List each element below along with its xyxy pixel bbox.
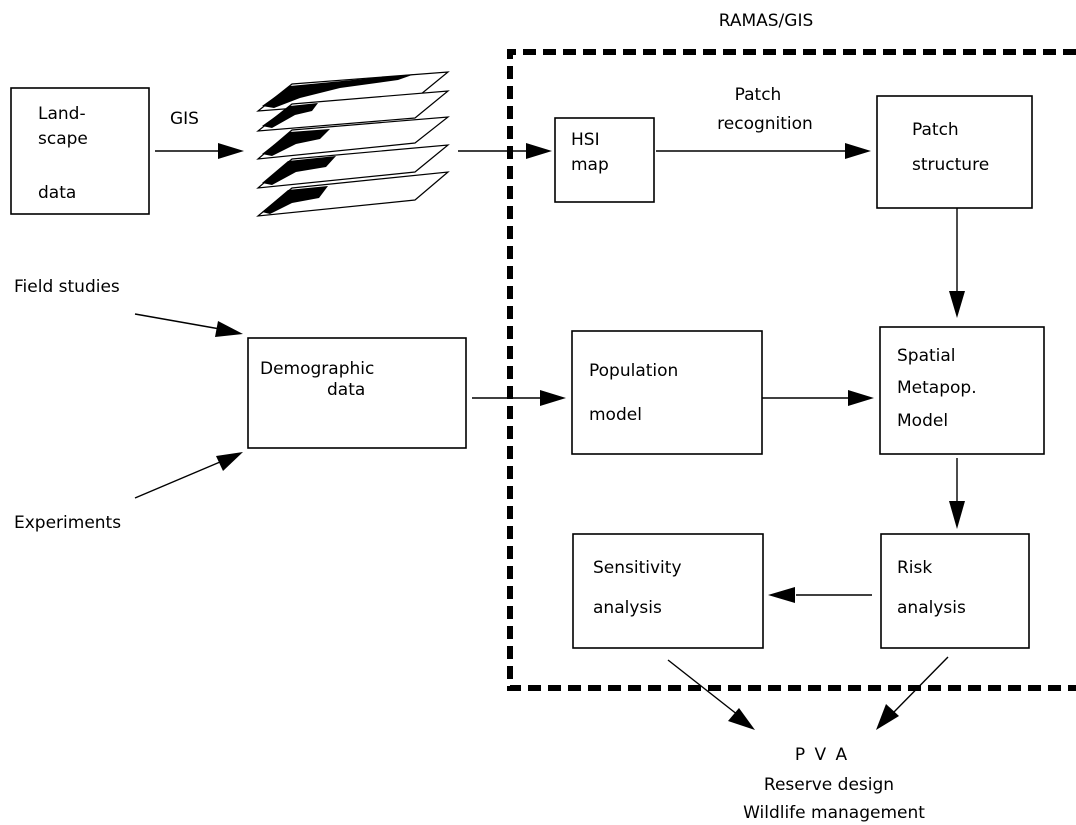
- patch-structure-to-spatial-arrow: [949, 208, 965, 318]
- patch-structure-label-1: Patch: [912, 120, 959, 140]
- demographic-to-population-arrow: [472, 390, 566, 406]
- hsi-to-patch-structure-arrow: [656, 143, 871, 159]
- risk-to-sensitivity-arrow: [768, 587, 872, 603]
- field-studies-to-demographic-arrow: [134, 313, 243, 337]
- field-studies-label: Field studies: [14, 277, 120, 297]
- experiments-to-demographic-arrow: [134, 452, 243, 499]
- patch-structure-label-2: structure: [912, 155, 989, 175]
- spatial-to-risk-arrow: [949, 458, 965, 529]
- risk-to-outputs-arrow: [876, 656, 949, 730]
- ramas-gis-label: RAMAS/GIS: [719, 11, 814, 31]
- landscape-data-label-1: Land-: [38, 104, 86, 124]
- demographic-data-label-2: data: [327, 380, 365, 400]
- ramas-gis-frame-border: [507, 49, 1076, 691]
- demographic-data-box: Demographic data: [247, 337, 467, 449]
- sensitivity-analysis-label-1: Sensitivity: [593, 558, 682, 578]
- spatial-metapop-label-3: Model: [897, 411, 948, 431]
- ramas-gis-frame: RAMAS/GIS: [507, 11, 1076, 691]
- population-model-label-1: Population: [589, 361, 678, 381]
- landscape-to-layers-arrow: [155, 143, 244, 159]
- stacked-map-layers-icon: [256, 71, 450, 217]
- population-model-box: Population model: [571, 330, 763, 455]
- hsi-map-label-1: HSI: [571, 130, 600, 150]
- output-reserve-design-label: Reserve design: [764, 775, 894, 795]
- sensitivity-to-outputs-arrow: [667, 659, 755, 730]
- risk-analysis-box: Risk analysis: [880, 533, 1030, 649]
- output-pva-label: P V A: [795, 745, 849, 765]
- gis-edge-label: GIS: [170, 109, 199, 129]
- spatial-metapop-label-1: Spatial: [897, 346, 956, 366]
- spatial-metapop-model-box: Spatial Metapop. Model: [879, 326, 1045, 455]
- sensitivity-analysis-box: Sensitivity analysis: [572, 533, 764, 649]
- spatial-metapop-label-2: Metapop.: [897, 378, 977, 398]
- hsi-map-label-2: map: [571, 155, 609, 175]
- population-model-label-2: model: [589, 405, 642, 425]
- sensitivity-analysis-label-2: analysis: [593, 598, 662, 618]
- population-to-spatial-arrow: [762, 390, 874, 406]
- experiments-label: Experiments: [14, 513, 121, 533]
- landscape-data-label-2: scape: [38, 129, 88, 149]
- patch-recognition-label-1: Patch: [735, 85, 782, 105]
- layers-to-hsi-arrow: [458, 143, 552, 159]
- output-wildlife-management-label: Wildlife management: [743, 803, 925, 823]
- patch-structure-box: Patch structure: [876, 95, 1033, 209]
- risk-analysis-label-1: Risk: [897, 558, 932, 578]
- landscape-data-box: Land- scape data: [10, 87, 150, 215]
- connectors: [134, 143, 965, 730]
- demographic-data-label-1: Demographic: [260, 359, 374, 379]
- risk-analysis-label-2: analysis: [897, 598, 966, 618]
- patch-recognition-label-2: recognition: [717, 114, 813, 134]
- landscape-data-label-3: data: [38, 183, 76, 203]
- hsi-map-box: HSI map: [554, 117, 655, 203]
